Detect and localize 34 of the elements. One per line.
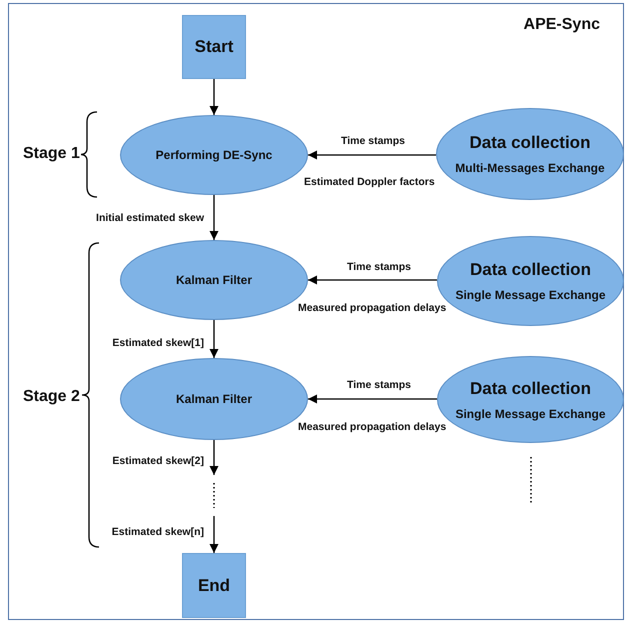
edge-label: Time stamps (340, 135, 406, 147)
edge-label: Estimated skew[2] (111, 455, 205, 467)
node-subtitle: Multi-Messages Exchange (455, 161, 605, 175)
edge-label: Time stamps (346, 379, 412, 391)
arrow (308, 394, 437, 404)
edge-label: Time stamps (346, 261, 412, 273)
annotation-label: Estimated Doppler factors (303, 176, 436, 188)
annotation-label: Measured propagation delays (297, 421, 448, 433)
terminal-box (182, 15, 246, 79)
node-title: Data collection (470, 260, 591, 280)
arrow (210, 516, 218, 553)
stage-label: Stage 1 (22, 145, 81, 163)
node-title: Start (194, 37, 234, 57)
node-title: Performing DE-Sync (156, 148, 272, 162)
node-subtitle: Single Message Exchange (455, 406, 606, 420)
arrow (210, 440, 218, 475)
node-title: Kalman Filter (176, 392, 252, 406)
arrow (308, 276, 437, 284)
node-title: Data collection (470, 133, 590, 153)
node-title: Data collection (470, 378, 591, 398)
stage-label: Stage 2 (22, 388, 81, 406)
arrow (210, 79, 218, 115)
node-subtitle: Single Message Exchange (455, 288, 606, 302)
edge-label: Estimated skew[1] (111, 337, 205, 349)
annotation-label: Measured propagation delays (297, 302, 448, 314)
diagram-title: APE-Sync (524, 16, 600, 34)
edge-label: Initial estimated skew (95, 212, 205, 224)
arrow (210, 320, 218, 358)
edge-label: Estimated skew[n] (110, 526, 205, 538)
terminal-box (182, 553, 246, 618)
node-title: Kalman Filter (176, 273, 252, 287)
node-title: End (198, 576, 230, 596)
arrow (210, 195, 218, 240)
arrow (308, 150, 436, 160)
